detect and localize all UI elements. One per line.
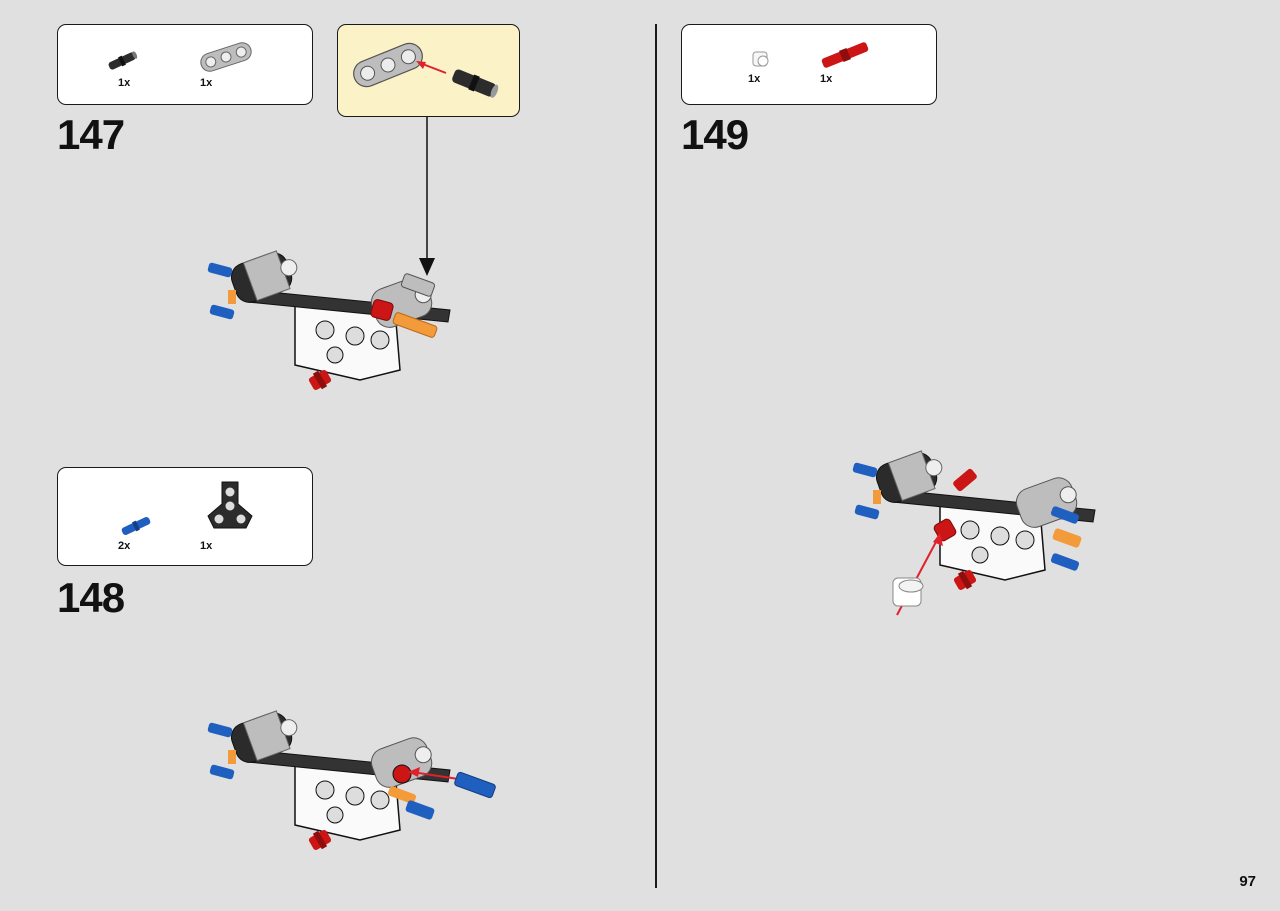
part-quantity: 1x xyxy=(748,73,761,85)
step-148-parts-list: 2x 1x xyxy=(57,467,313,566)
part-quantity: 1x xyxy=(118,77,131,89)
part-quantity: 1x xyxy=(200,540,213,552)
callout-art xyxy=(353,42,499,98)
white-bush-icon xyxy=(752,51,769,67)
step-number: 147 xyxy=(57,111,125,158)
step-148-model xyxy=(206,705,496,854)
sub-assembly-callout xyxy=(337,24,520,117)
step-147-parts-art xyxy=(108,42,252,72)
black-t-beam-icon xyxy=(207,481,253,529)
grey-3-hole-beam-icon xyxy=(200,42,252,72)
black-connector-pin-icon xyxy=(452,69,499,98)
step-149-parts-art xyxy=(752,42,869,68)
step-149-model xyxy=(851,445,1096,616)
step-149-parts-list: 1x 1x xyxy=(681,24,937,105)
grey-3-hole-beam-icon xyxy=(353,42,423,88)
part-quantity: 1x xyxy=(200,77,213,89)
step-number: 149 xyxy=(681,111,749,158)
page-number: 97 xyxy=(1239,873,1256,890)
step-number: 148 xyxy=(57,574,125,621)
step-147-model xyxy=(206,245,451,394)
step-148-parts-art xyxy=(121,481,253,535)
step-147-parts-list: 1x 1x xyxy=(57,24,313,105)
red-axle-pin-icon xyxy=(821,42,869,68)
arrow-head-icon xyxy=(419,258,435,276)
black-connector-pin-icon xyxy=(108,51,138,70)
page-divider xyxy=(655,24,657,888)
part-quantity: 2x xyxy=(118,540,131,552)
blue-axle-pin-icon xyxy=(121,517,151,535)
part-quantity: 1x xyxy=(820,73,833,85)
